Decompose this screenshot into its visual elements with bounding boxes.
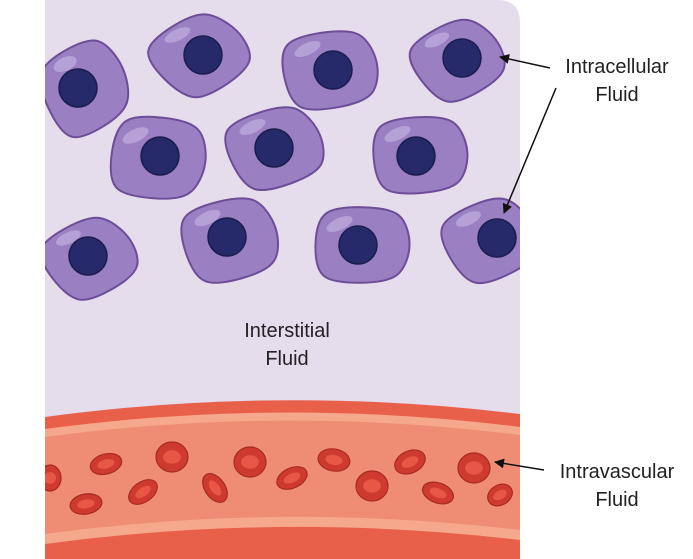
intravascular-label-line1: Intravascular xyxy=(560,461,675,483)
red-blood-cell xyxy=(421,481,455,505)
cell-nucleus xyxy=(442,38,482,78)
cell xyxy=(281,30,379,111)
intracellular-label-line2: Fluid xyxy=(595,84,638,106)
red-blood-cell-center xyxy=(429,487,447,499)
cell-highlight xyxy=(384,126,411,142)
intracellular-arrow-1 xyxy=(499,54,551,69)
cell xyxy=(45,216,139,301)
red-blood-cell xyxy=(317,448,351,472)
cell-nucleus xyxy=(183,35,223,75)
cell-nucleus xyxy=(396,136,436,176)
cell-highlight xyxy=(424,32,450,48)
cell xyxy=(109,115,207,200)
red-blood-cell xyxy=(276,466,308,490)
cell-nucleus xyxy=(207,217,247,257)
cell xyxy=(440,197,520,285)
red-blood-cell-center xyxy=(135,485,151,499)
cell xyxy=(180,197,280,284)
cell-highlight xyxy=(294,41,321,57)
red-blood-cell xyxy=(457,452,491,484)
interstitial-label-line1: Interstitial xyxy=(244,320,330,342)
cell xyxy=(408,18,506,103)
cell-highlight xyxy=(194,209,221,227)
cell-nucleus xyxy=(68,236,108,276)
red-blood-cell-center xyxy=(493,489,507,501)
cell-nucleus xyxy=(58,68,98,108)
cell-highlight xyxy=(456,211,481,227)
cell-highlight xyxy=(53,56,77,72)
red-blood-cell-center xyxy=(325,454,343,466)
cell xyxy=(224,106,325,192)
cell-highlight xyxy=(56,230,81,246)
red-blood-cell-center xyxy=(97,459,115,469)
intravascular-label-line2: Fluid xyxy=(595,489,638,511)
red-blood-cell xyxy=(355,470,389,502)
red-blood-cell-center xyxy=(401,456,419,468)
cell-nucleus xyxy=(477,218,517,258)
red-blood-cell-center xyxy=(163,450,181,464)
cell-nucleus xyxy=(254,128,294,168)
red-blood-cell-center xyxy=(283,472,301,484)
cell-highlight xyxy=(122,127,149,144)
red-blood-cell-center xyxy=(45,472,57,484)
cell xyxy=(372,115,469,195)
red-blood-cell xyxy=(45,464,62,492)
red-blood-cell xyxy=(128,479,158,505)
red-blood-cell xyxy=(69,493,103,515)
intracellular-label-line1: Intracellular xyxy=(565,56,669,78)
cell-highlight xyxy=(164,27,191,43)
red-blood-cell xyxy=(487,483,513,507)
red-blood-cell xyxy=(89,452,123,476)
red-blood-cells-group xyxy=(45,441,513,515)
red-blood-cell-center xyxy=(465,461,483,475)
cells-group xyxy=(45,13,520,301)
cell-nucleus xyxy=(140,136,180,176)
red-blood-cell xyxy=(155,441,189,473)
cell-highlight xyxy=(239,119,266,135)
cell-nucleus xyxy=(313,50,353,90)
red-blood-cell xyxy=(202,473,228,503)
cell xyxy=(147,13,251,99)
intravascular-arrow xyxy=(494,458,545,471)
cell-highlight xyxy=(326,216,353,232)
intracellular-arrow-2 xyxy=(502,87,557,214)
cell xyxy=(45,39,130,139)
cell-nucleus xyxy=(338,225,378,265)
red-blood-cell-center xyxy=(241,455,259,469)
red-blood-cell-center xyxy=(363,479,381,493)
cell xyxy=(314,206,411,284)
red-blood-cell-center xyxy=(208,480,222,496)
red-blood-cell xyxy=(233,446,267,478)
interstitial-label-line2: Fluid xyxy=(265,348,308,370)
red-blood-cell-center xyxy=(77,499,95,509)
red-blood-cell xyxy=(394,449,426,475)
